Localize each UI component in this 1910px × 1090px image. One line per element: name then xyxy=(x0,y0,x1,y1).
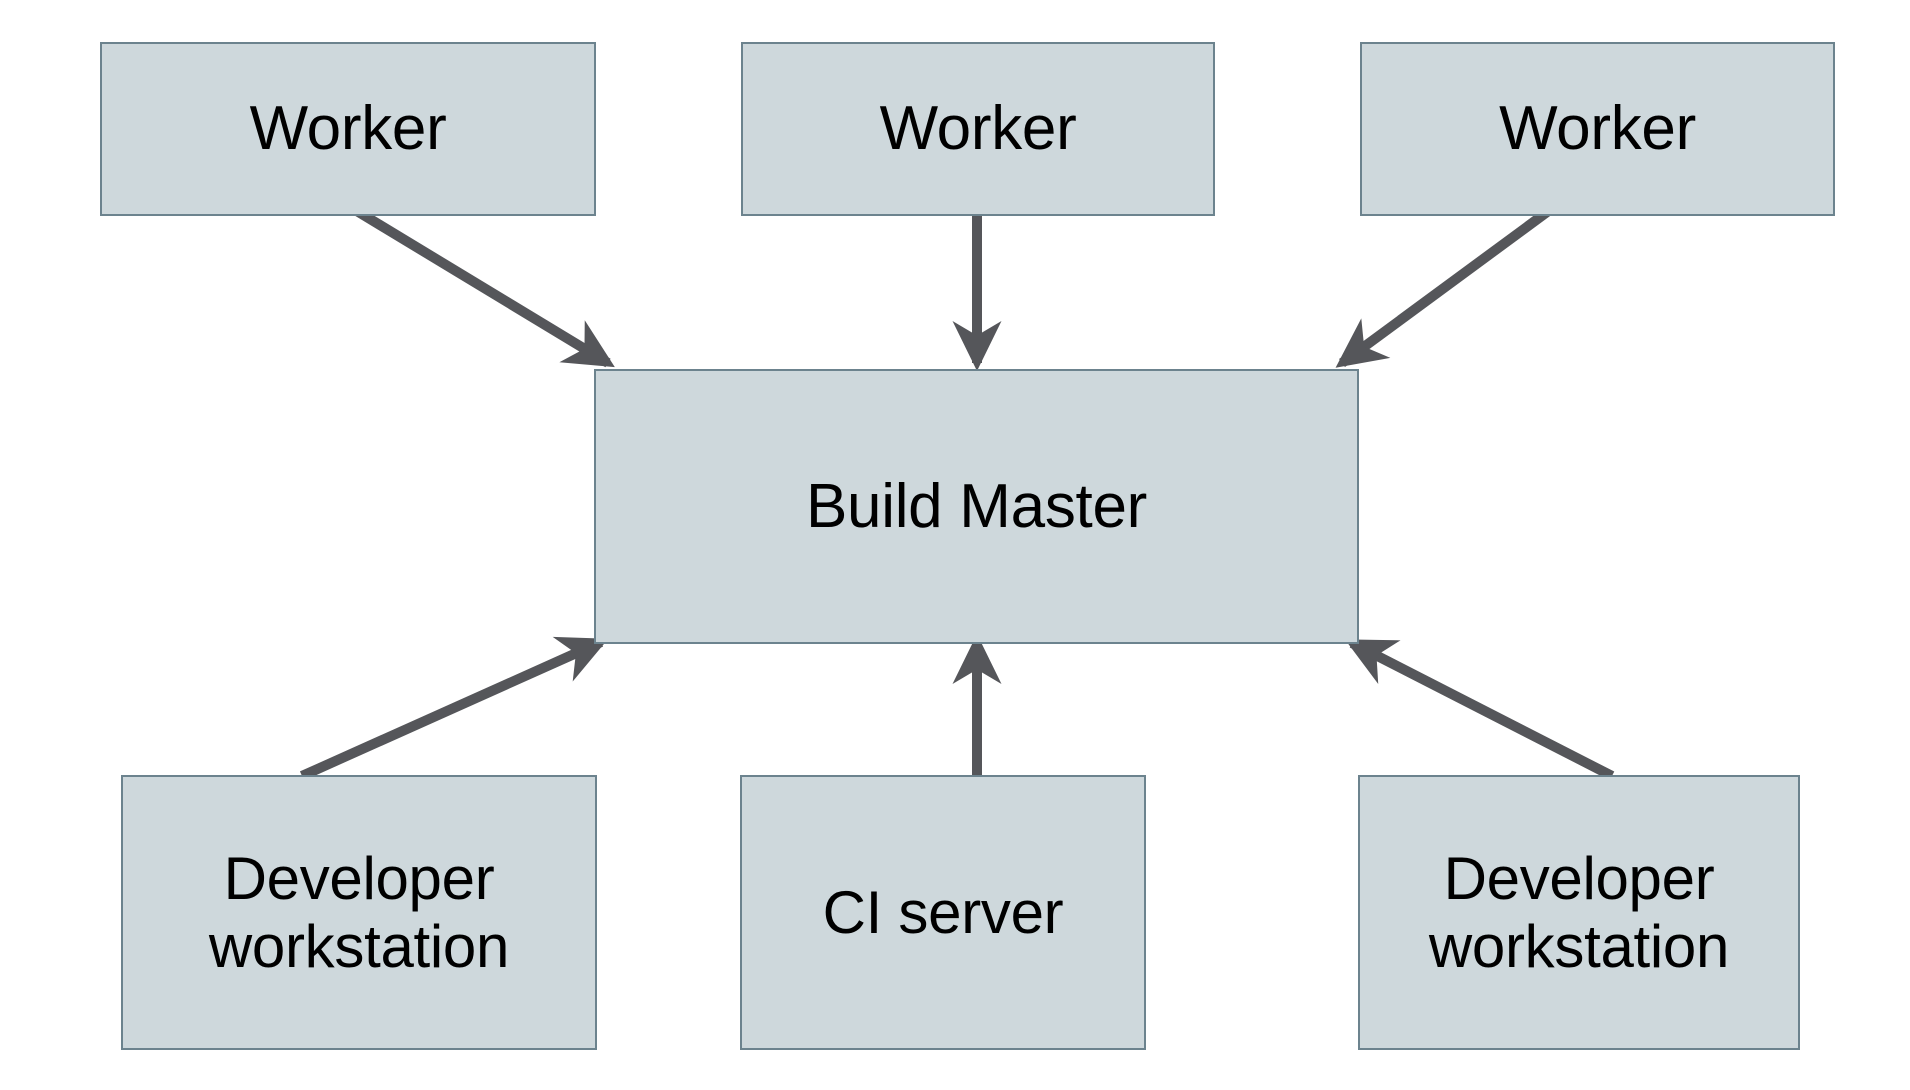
node-worker-2-label: Worker xyxy=(879,94,1077,164)
node-worker-3-label: Worker xyxy=(1499,94,1696,164)
node-worker-3[interactable]: Worker xyxy=(1360,42,1835,216)
node-developer-workstation-right[interactable]: Developer workstation xyxy=(1358,775,1800,1050)
edge-dev-right-to-master xyxy=(1344,638,1615,781)
node-developer-workstation-left-label: Developer workstation xyxy=(208,845,510,980)
node-build-master-label: Build Master xyxy=(806,471,1147,541)
node-build-master[interactable]: Build Master xyxy=(594,369,1359,644)
edge-dev-left-to-master xyxy=(299,636,609,781)
node-ci-server-label: CI server xyxy=(822,878,1064,946)
node-worker-1-label: Worker xyxy=(249,94,447,164)
node-developer-workstation-left[interactable]: Developer workstation xyxy=(121,775,597,1050)
node-ci-server[interactable]: CI server xyxy=(740,775,1146,1050)
node-worker-1[interactable]: Worker xyxy=(100,42,596,216)
node-worker-2[interactable]: Worker xyxy=(741,42,1215,216)
node-developer-workstation-right-label: Developer workstation xyxy=(1428,845,1730,980)
